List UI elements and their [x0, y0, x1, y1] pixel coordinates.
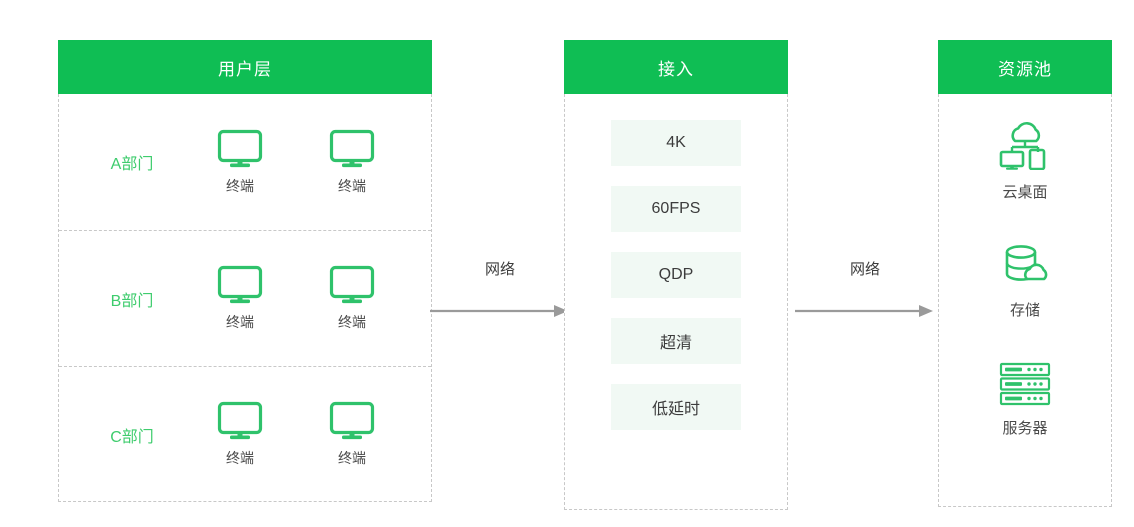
department-row-a: A部门 终端 [59, 94, 431, 230]
connector-user-to-access: 网络 [430, 258, 570, 328]
department-label-a: A部门 [110, 156, 154, 173]
arrow-right-icon [430, 304, 570, 318]
cloud-desktop-icon [998, 120, 1052, 175]
user-layer-title: 用户层 [218, 59, 272, 79]
monitor-icon [217, 129, 263, 174]
terminal-item[interactable]: 终端 [321, 401, 383, 468]
access-tag[interactable]: 60FPS [611, 186, 741, 232]
terminal-item[interactable]: 终端 [321, 129, 383, 196]
resource-pool-column: 资源池 [938, 40, 1112, 507]
monitor-icon [217, 401, 263, 446]
access-layer-header: 接入 [564, 40, 788, 94]
terminal-label: 终端 [338, 450, 366, 466]
access-layer-body: 4K 60FPS QDP 超清 低延时 [564, 94, 788, 510]
terminal-item[interactable]: 终端 [209, 129, 271, 196]
monitor-icon [329, 129, 375, 174]
terminal-group-a: 终端 终端 [205, 129, 431, 196]
resource-item-storage[interactable]: 存储 [1000, 244, 1050, 320]
resource-item-list: 云桌面 存储 [939, 94, 1111, 438]
access-layer-title: 接入 [658, 59, 694, 79]
connector-access-to-resource: 网络 [795, 258, 935, 328]
access-tag[interactable]: 超清 [611, 318, 741, 364]
access-tag[interactable]: 4K [611, 120, 741, 166]
user-layer-body: A部门 终端 [58, 94, 432, 502]
monitor-icon [329, 265, 375, 310]
department-row-b: B部门 终端 [59, 230, 431, 366]
resource-item-server[interactable]: 服务器 [999, 362, 1051, 438]
monitor-icon [217, 265, 263, 310]
arrow-right-icon [795, 304, 935, 318]
terminal-item[interactable]: 终端 [209, 265, 271, 332]
terminal-item[interactable]: 终端 [321, 265, 383, 332]
terminal-label: 终端 [226, 314, 254, 330]
connector-label-network-1: 网络 [484, 261, 515, 278]
connector-label-network-2: 网络 [849, 261, 880, 278]
access-tag[interactable]: 低延时 [611, 384, 741, 430]
terminal-label: 终端 [226, 177, 254, 194]
terminal-group-c: 终端 终端 [205, 401, 431, 468]
department-row-c: C部门 终端 [59, 366, 431, 502]
terminal-group-b: 终端 终端 [205, 265, 431, 332]
terminal-item[interactable]: 终端 [209, 401, 271, 468]
department-label-b: B部门 [110, 292, 154, 310]
monitor-icon [329, 401, 375, 446]
resource-item-label: 服务器 [1002, 420, 1048, 437]
resource-item-label: 云桌面 [1002, 184, 1048, 201]
department-label-c: C部门 [110, 428, 154, 446]
user-layer-column: 用户层 A部门 终端 [58, 40, 432, 502]
access-layer-column: 接入 4K 60FPS QDP 超清 低延时 [564, 40, 788, 510]
terminal-label: 终端 [226, 450, 254, 466]
resource-pool-body: 云桌面 存储 [938, 94, 1112, 507]
resource-pool-title: 资源池 [998, 59, 1052, 79]
terminal-label: 终端 [338, 314, 366, 330]
cloud-storage-icon [1000, 244, 1050, 293]
resource-pool-header: 资源池 [938, 40, 1112, 94]
server-rack-icon [999, 362, 1051, 411]
user-layer-header: 用户层 [58, 40, 432, 94]
access-tag[interactable]: QDP [611, 252, 741, 298]
terminal-label: 终端 [338, 177, 366, 194]
resource-item-cloud-desktop[interactable]: 云桌面 [998, 120, 1052, 202]
access-tag-list: 4K 60FPS QDP 超清 低延时 [565, 94, 787, 430]
resource-item-label: 存储 [1009, 302, 1040, 319]
